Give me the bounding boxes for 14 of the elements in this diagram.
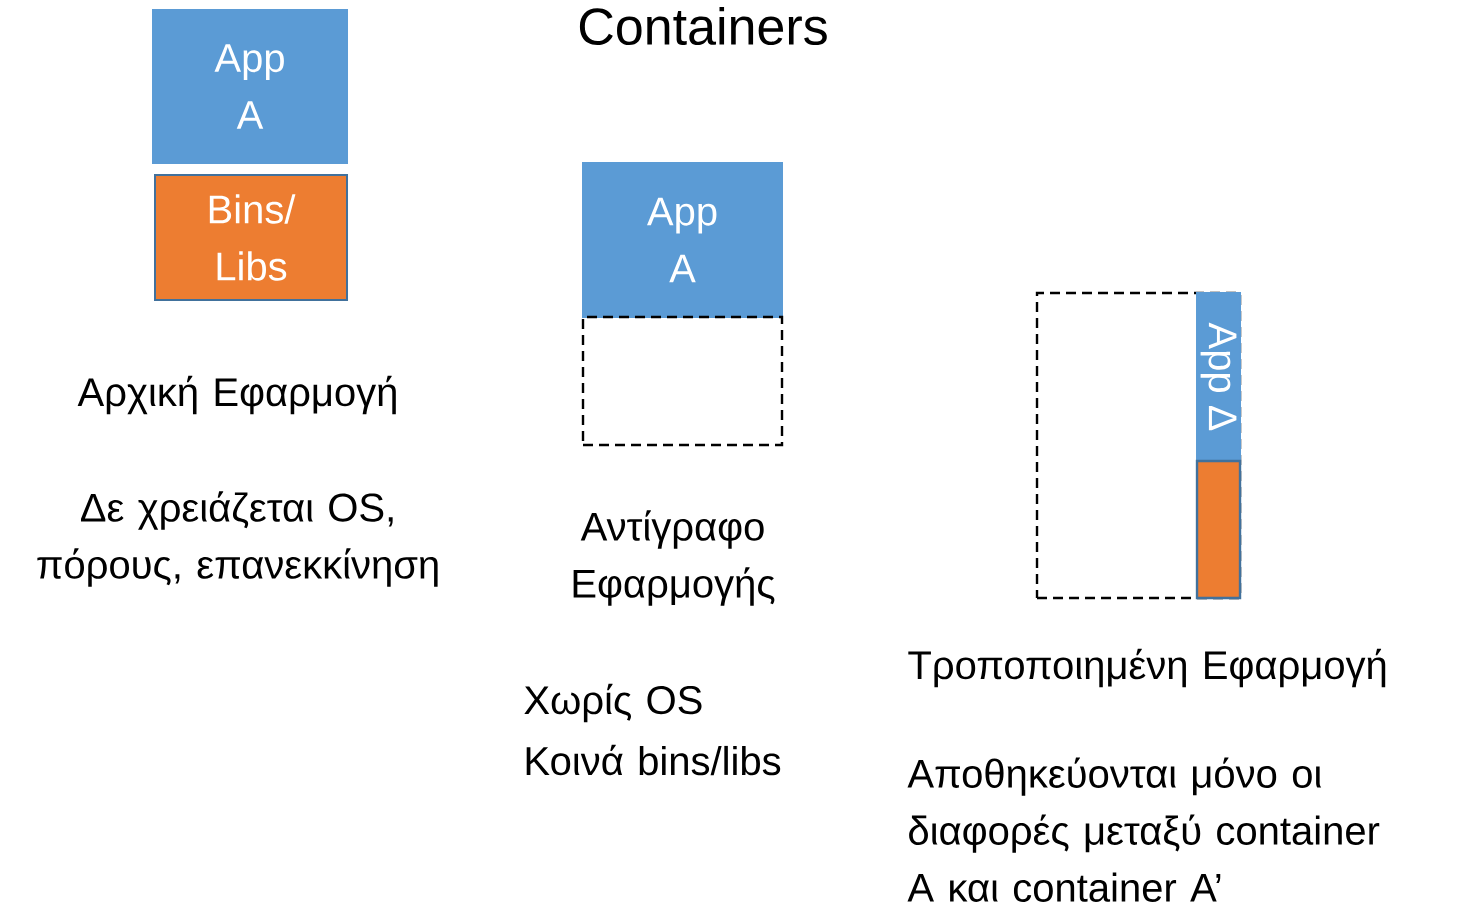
caption-text: Δε χρειάζεται OS, πόρους, επανεκκίνηση xyxy=(37,491,438,587)
bar xyxy=(1195,459,1242,600)
title: Containers xyxy=(579,6,827,46)
caption-text: Αντίγραφο Εφαρμογής xyxy=(573,510,775,606)
caption-text: Χωρίς OS xyxy=(524,683,702,723)
app-box: App A xyxy=(152,9,348,164)
caption-text: Κοινά bins/libs xyxy=(526,744,781,776)
dashed-box xyxy=(581,315,784,447)
app-box: App Δ xyxy=(1196,292,1241,462)
caption-text: Τροποποιημένη Εφαρμογή xyxy=(908,648,1386,688)
caption-text: Αρχική Εφαρμογή xyxy=(77,375,396,415)
libs-box: Bins/ Libs xyxy=(154,174,348,301)
caption-text: Αποθηκεύονται μόνο οι διαφορές μεταξύ container A και container A’ xyxy=(907,757,1380,902)
app-box: App A xyxy=(582,162,783,318)
